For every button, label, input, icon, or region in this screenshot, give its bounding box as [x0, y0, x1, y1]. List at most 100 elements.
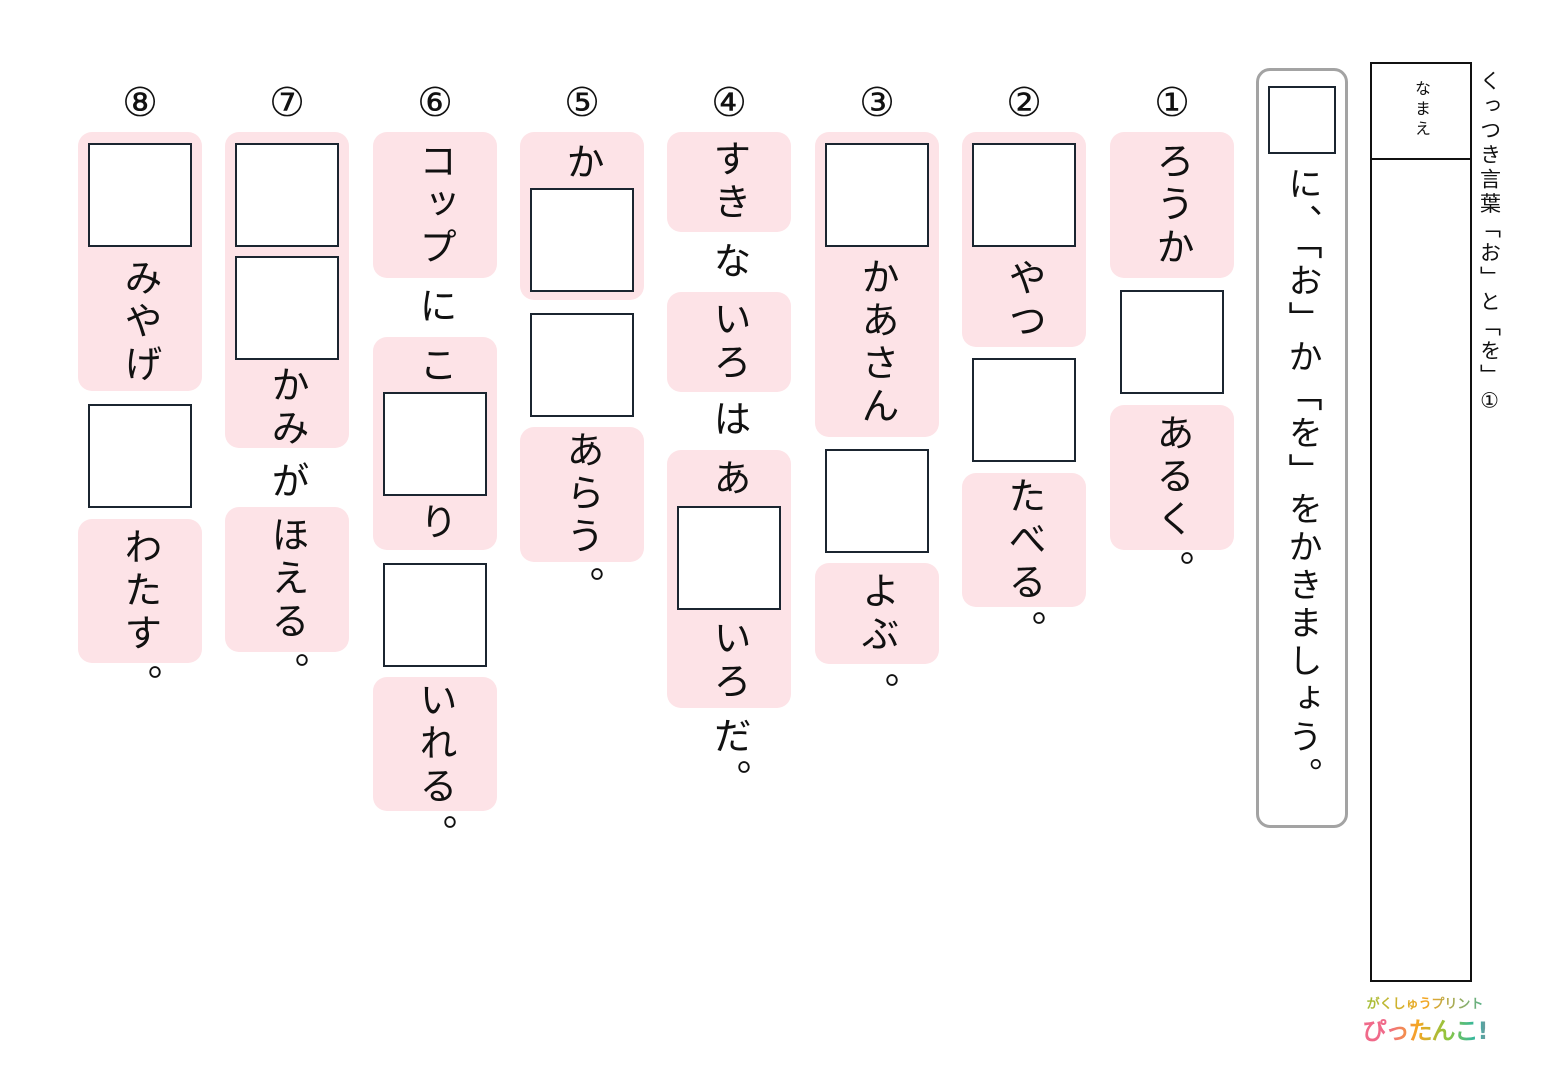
sentence-end: 。 [520, 566, 644, 609]
answer-box [825, 449, 929, 553]
question-number: ⑦ [269, 80, 305, 126]
plain-text: に [373, 286, 497, 329]
plain-text-content: が [265, 461, 309, 504]
word-text: コップ [413, 140, 457, 270]
question-8: ⑧ みやげ わたす 。 [78, 0, 202, 1000]
word-text: あるく [1150, 413, 1194, 542]
word-highlight: あらう [520, 427, 644, 562]
logo-line-1: がくしゅうプリント [1350, 996, 1500, 1014]
word-highlight: いろ [667, 292, 791, 392]
word-text: か [560, 142, 604, 185]
word-highlight: たべる [962, 473, 1086, 607]
word-text: ろうか [1150, 140, 1194, 270]
question-number: ② [1006, 80, 1042, 126]
question-6: ⑥ コップ に こ り いれる 。 [373, 0, 497, 1000]
worksheet-title: くっつき言葉「お」と「を」① [1477, 70, 1502, 416]
plain-text: が [225, 461, 349, 504]
answer-box [383, 392, 487, 496]
word-text: いろ [707, 618, 751, 704]
word-text: かみ [265, 365, 309, 451]
sentence-end-text: 。 [1002, 610, 1046, 653]
brand-logo: がくしゅうプリント ぴったんこ! [1350, 996, 1500, 1048]
sentence-end: 。 [815, 672, 939, 715]
word-text: り [413, 502, 457, 545]
sentence-end: 。 [962, 610, 1086, 653]
word-highlight: かあさん [815, 132, 939, 437]
question-2: ② やつ たべる 。 [962, 0, 1086, 1000]
word-text: たべる [1002, 475, 1046, 605]
answer-box [1120, 290, 1224, 394]
answer-box [88, 143, 192, 247]
word-highlight: あるく [1110, 405, 1234, 550]
word-text: ほえる [265, 515, 309, 644]
sentence-end-text: 。 [413, 814, 457, 857]
word-text: あ [707, 458, 751, 501]
word-highlight: こ り [373, 337, 497, 550]
plain-text-content: は [707, 399, 751, 442]
instruction-text: に、「お」か「を」をかきましょう。 [1282, 166, 1322, 795]
name-label-area: なまえ [1372, 80, 1470, 140]
word-highlight: すき [667, 132, 791, 232]
question-number: ① [1154, 80, 1190, 126]
word-text: いれる [413, 679, 457, 809]
sentence-end-text: 。 [265, 652, 309, 695]
word-text: みやげ [118, 258, 162, 387]
question-number: ⑤ [564, 80, 600, 126]
word-text: わたす [118, 526, 162, 656]
answer-box [530, 313, 634, 417]
plain-text: な [667, 241, 791, 284]
word-highlight: よぶ [815, 563, 939, 664]
word-highlight: みやげ [78, 132, 202, 391]
plain-text-content: に [413, 286, 457, 329]
instruction-box: に、「お」か「を」をかきましょう。 [1256, 68, 1348, 828]
logo-line-2: ぴったんこ! [1350, 1014, 1500, 1048]
word-text: いろ [707, 299, 751, 385]
sentence-end-text: だ。 [707, 716, 751, 802]
sentence-end: 。 [1110, 550, 1234, 593]
sentence-end-text: 。 [855, 672, 899, 715]
answer-box [530, 188, 634, 292]
question-number: ③ [859, 80, 895, 126]
word-text: あらう [560, 430, 604, 559]
question-1: ① ろうか あるく 。 [1110, 0, 1234, 1000]
name-box: なまえ [1370, 62, 1472, 982]
word-highlight: ろうか [1110, 132, 1234, 278]
answer-box [235, 143, 339, 247]
question-number: ⑧ [122, 80, 158, 126]
plain-text: は [667, 399, 791, 442]
sentence-end-text: 。 [118, 664, 162, 707]
answer-box [972, 143, 1076, 247]
word-highlight: ほえる [225, 507, 349, 652]
sentence-end-text: 。 [560, 566, 604, 609]
plain-text-content: な [707, 241, 751, 284]
answer-box [677, 506, 781, 610]
word-highlight: あ いろ [667, 450, 791, 708]
question-number: ⑥ [417, 80, 453, 126]
question-7: ⑦ かみ が ほえる 。 [225, 0, 349, 1000]
sentence-end: 。 [373, 814, 497, 857]
sentence-end-text: 。 [1150, 550, 1194, 593]
word-text: すき [707, 139, 751, 225]
answer-box [825, 143, 929, 247]
word-highlight: かみ [225, 132, 349, 451]
word-highlight: コップ [373, 132, 497, 278]
word-highlight: か [520, 132, 644, 300]
question-4: ④ すき な いろ は あ いろ だ。 [667, 0, 791, 1000]
answer-box [88, 404, 192, 508]
word-highlight: いれる [373, 677, 497, 811]
name-box-divider [1372, 158, 1470, 160]
word-text: かあさん [855, 257, 899, 429]
instruction-text-area: に、「お」か「を」をかきましょう。 [1259, 166, 1345, 795]
word-text: よぶ [855, 570, 899, 657]
answer-box [383, 563, 487, 667]
question-3: ③ かあさん よぶ 。 [815, 0, 939, 1000]
word-text: やつ [1002, 258, 1046, 344]
sentence-end: 。 [78, 664, 202, 707]
word-highlight: やつ [962, 132, 1086, 347]
word-highlight: わたす [78, 519, 202, 663]
sentence-end: だ。 [667, 716, 791, 802]
answer-box [972, 358, 1076, 462]
question-number: ④ [711, 80, 747, 126]
name-label: なまえ [1412, 80, 1431, 140]
question-5: ⑤ か あらう 。 [520, 0, 644, 1000]
